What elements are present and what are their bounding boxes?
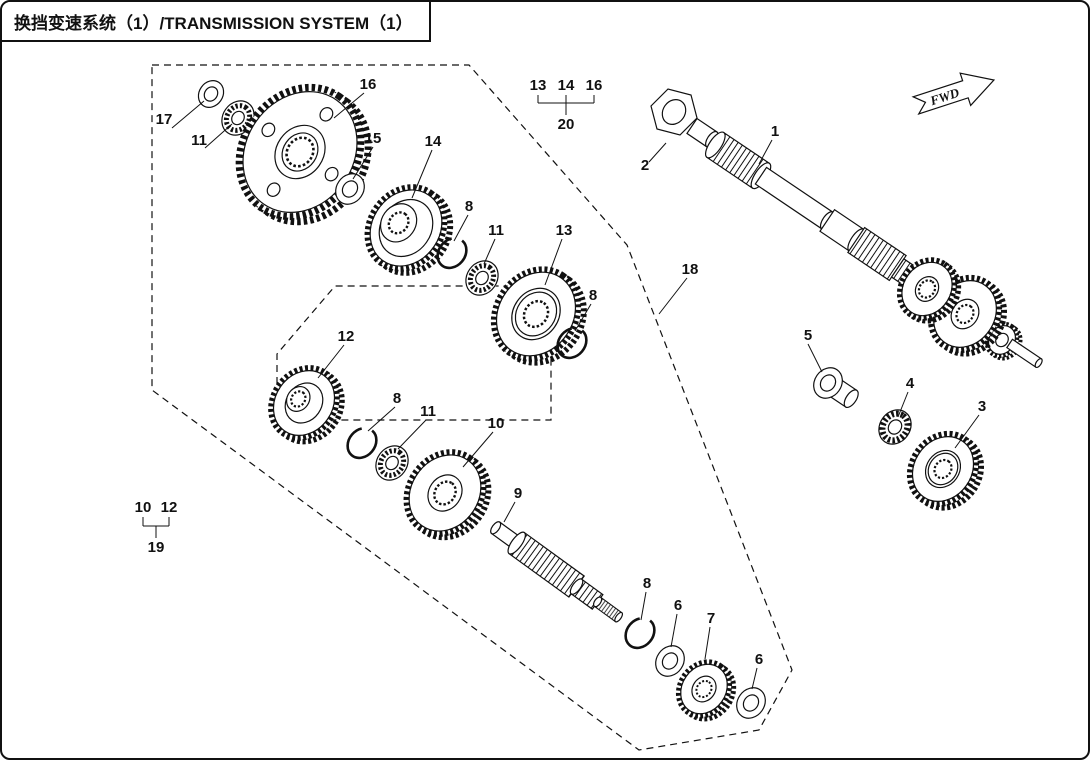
part-3-gear — [906, 430, 985, 511]
callout-8-c: 8 — [393, 390, 401, 407]
group-20-bracket: 13 14 16 20 — [530, 77, 603, 133]
callout-8-d: 8 — [643, 575, 651, 592]
part-1-shaft-tip — [1006, 338, 1043, 369]
part-13-gear — [490, 266, 587, 366]
part-12-gear — [268, 365, 345, 445]
callout-2: 2 — [641, 157, 649, 174]
part-1-gear-medium — [896, 257, 962, 324]
callout-1: 1 — [771, 123, 779, 140]
callout-7: 7 — [707, 610, 715, 627]
callout-17: 17 — [156, 111, 173, 128]
part-6-washer-b — [736, 687, 766, 719]
part-11-bearing-b — [464, 259, 500, 297]
part-17-washer — [197, 80, 225, 108]
callout-15: 15 — [365, 130, 382, 147]
callout-11-c: 11 — [420, 403, 436, 420]
callout-labels: 17 11 16 15 14 8 11 13 8 12 8 11 10 9 8 … — [156, 76, 987, 668]
callout-10: 10 — [488, 415, 505, 432]
part-8-snapring-b — [556, 326, 588, 360]
part-9-shaft — [490, 521, 624, 623]
callout-18: 18 — [682, 261, 699, 278]
group-20-label: 20 — [558, 116, 575, 133]
assembly-boundary-dashed — [151, 64, 793, 751]
callout-12: 12 — [338, 328, 355, 345]
callout-4: 4 — [906, 375, 915, 392]
fwd-arrow: FWD — [911, 72, 996, 115]
part-8-snapring-c — [346, 426, 378, 460]
group-20-item-13: 13 — [530, 77, 547, 94]
callout-11-b: 11 — [488, 222, 504, 239]
callout-8-a: 8 — [465, 198, 473, 215]
subassembly-boundary-dashed — [276, 285, 552, 421]
part-5-bushing — [813, 367, 859, 409]
part-15-washer — [335, 173, 365, 205]
group-20-item-16: 16 — [586, 77, 603, 94]
callout-8-b: 8 — [589, 287, 597, 304]
part-2-nut — [650, 88, 719, 148]
part-10-gear — [403, 449, 492, 541]
part-8-snapring-d — [624, 616, 656, 650]
part-6-washer-a — [655, 645, 685, 677]
callout-16: 16 — [360, 76, 377, 93]
group-19-item-10: 10 — [135, 499, 152, 516]
callout-14: 14 — [425, 133, 442, 150]
group-20-item-14: 14 — [558, 77, 575, 94]
part-7-gear — [675, 659, 737, 722]
callout-6-b: 6 — [755, 651, 763, 668]
part-8-snapring-a — [436, 236, 468, 270]
callout-13: 13 — [556, 222, 573, 239]
callout-3: 3 — [978, 398, 986, 415]
callout-6-a: 6 — [674, 597, 682, 614]
callout-5: 5 — [804, 327, 812, 344]
callout-11-a: 11 — [191, 132, 207, 149]
leader-lines — [171, 92, 980, 690]
page-title: 换挡变速系统（1）/TRANSMISSION SYSTEM（1） — [2, 2, 431, 42]
callout-9: 9 — [514, 485, 522, 502]
group-19-label: 19 — [148, 539, 165, 556]
group-19-item-12: 12 — [161, 499, 178, 516]
group-19-bracket: 10 12 19 — [135, 499, 178, 556]
part-11-bearing-c — [374, 444, 410, 482]
part-4-bearing — [877, 408, 913, 446]
part-14-gear — [364, 184, 454, 276]
